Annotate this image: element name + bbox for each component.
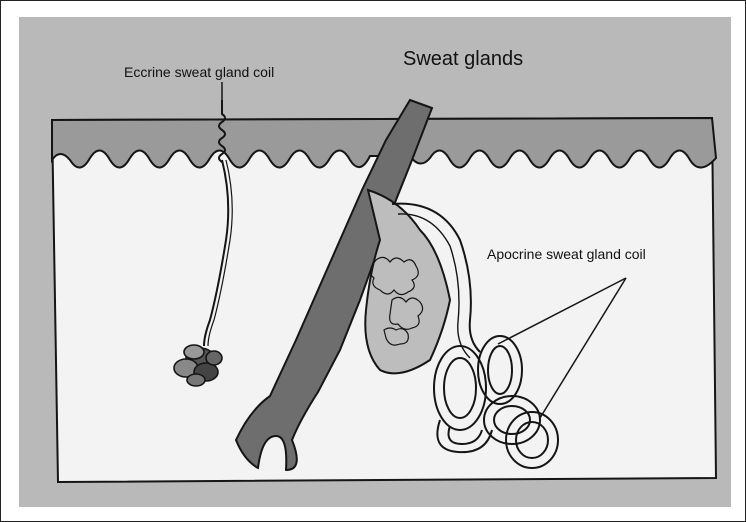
eccrine-label: Eccrine sweat gland coil <box>124 64 274 80</box>
apocrine-label: Apocrine sweat gland coil <box>487 246 646 262</box>
diagram-title: Sweat glands <box>403 48 523 71</box>
